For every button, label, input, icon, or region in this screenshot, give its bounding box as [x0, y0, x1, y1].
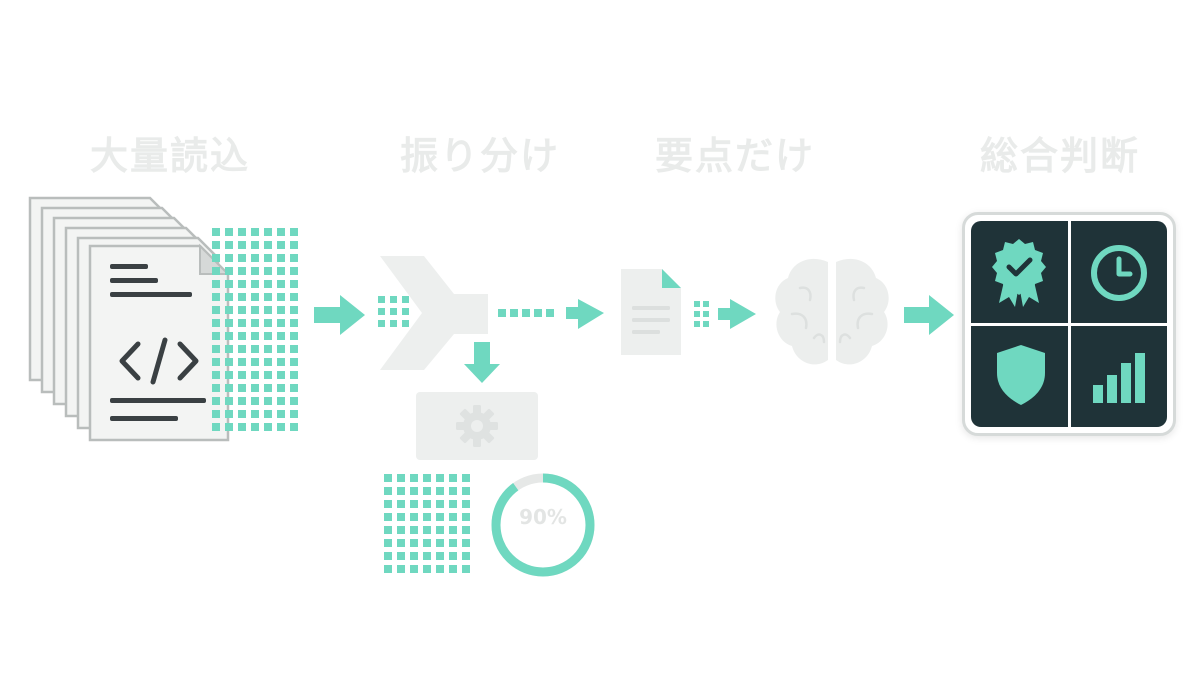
- progress-ring: [488, 470, 598, 580]
- brain-icon: [770, 252, 894, 376]
- data-dot-grid: [212, 228, 302, 436]
- award-badge-icon: [989, 237, 1049, 309]
- flow-arrow: [312, 292, 367, 338]
- stage-title-judge: 総合判断: [979, 134, 1140, 178]
- clock-icon: [1089, 243, 1149, 303]
- code-document-icon: [92, 258, 222, 448]
- down-arrow: [462, 340, 502, 385]
- progress-label: 90%: [519, 505, 567, 529]
- bar-chart-icon: [1091, 351, 1149, 405]
- stage-title-load: 大量読込: [89, 134, 250, 178]
- judgment-grid: [971, 221, 1167, 427]
- flow-arrow-final: [902, 292, 956, 338]
- processing-box: [416, 392, 538, 460]
- stage-title-sort: 振り分け: [399, 134, 560, 178]
- summary-document-icon: [618, 266, 684, 358]
- shield-icon: [995, 343, 1047, 407]
- filtered-dots: [378, 296, 418, 332]
- funnel-icon: [376, 252, 494, 374]
- data-dot-grid-filtered: [384, 474, 480, 584]
- dotted-flow-arrow: [496, 295, 608, 335]
- gear-icon: [454, 403, 500, 449]
- judgment-panel: [962, 212, 1176, 436]
- dotted-flow-arrow-short: [692, 295, 762, 335]
- stage-title-summarize: 要点だけ: [654, 134, 815, 178]
